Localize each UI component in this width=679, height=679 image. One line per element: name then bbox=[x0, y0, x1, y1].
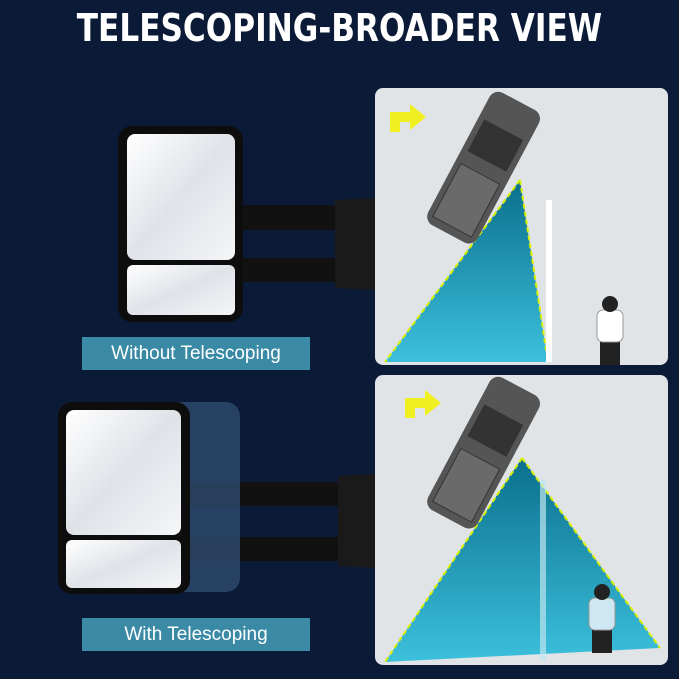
label-with-telescoping: With Telescoping bbox=[82, 618, 310, 651]
page-title: TELESCOPING-BROADER VIEW bbox=[76, 6, 603, 50]
mirror-glass-main bbox=[66, 410, 181, 535]
label-without-telescoping: Without Telescoping bbox=[82, 337, 310, 370]
view-panel-without bbox=[375, 88, 668, 365]
turn-arrow-icon bbox=[390, 104, 426, 132]
motorcyclist-icon bbox=[596, 296, 624, 365]
truck-icon bbox=[427, 91, 541, 244]
lane-line bbox=[546, 200, 552, 362]
lane-line bbox=[540, 480, 546, 660]
mirror-glass-spot bbox=[66, 540, 181, 588]
view-cone bbox=[385, 180, 548, 362]
mirror-glass-spot bbox=[127, 265, 235, 315]
motorcyclist-icon bbox=[588, 584, 616, 653]
mirror-glass-main bbox=[127, 134, 235, 260]
mirror-extended bbox=[58, 402, 375, 594]
mirror-mount bbox=[338, 474, 375, 568]
truck-icon bbox=[427, 376, 541, 529]
mirror-retracted bbox=[118, 126, 375, 322]
view-panel-with bbox=[375, 375, 668, 665]
mirror-mount bbox=[335, 198, 375, 290]
turn-arrow-icon bbox=[405, 390, 441, 418]
